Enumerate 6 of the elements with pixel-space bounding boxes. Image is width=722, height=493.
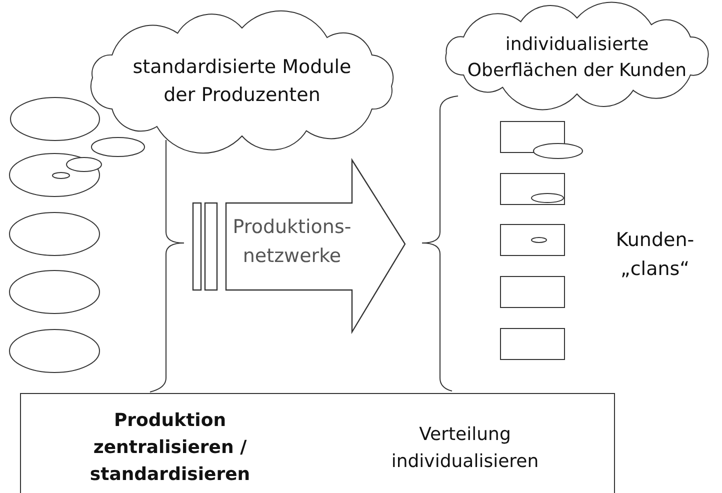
cloud-text: standardisierte Module der Produzenten [132,55,352,108]
group-label: Kunden- „clans“ [614,228,696,282]
cloud-text: individualisierte Oberflächen der Kunden [466,33,688,84]
panel-text: Verteilung individualisieren [390,423,540,474]
arrow-label: Produktions- netzwerke [232,215,352,268]
panel-text: Produktion zentralisieren / standardisieren [88,409,252,487]
